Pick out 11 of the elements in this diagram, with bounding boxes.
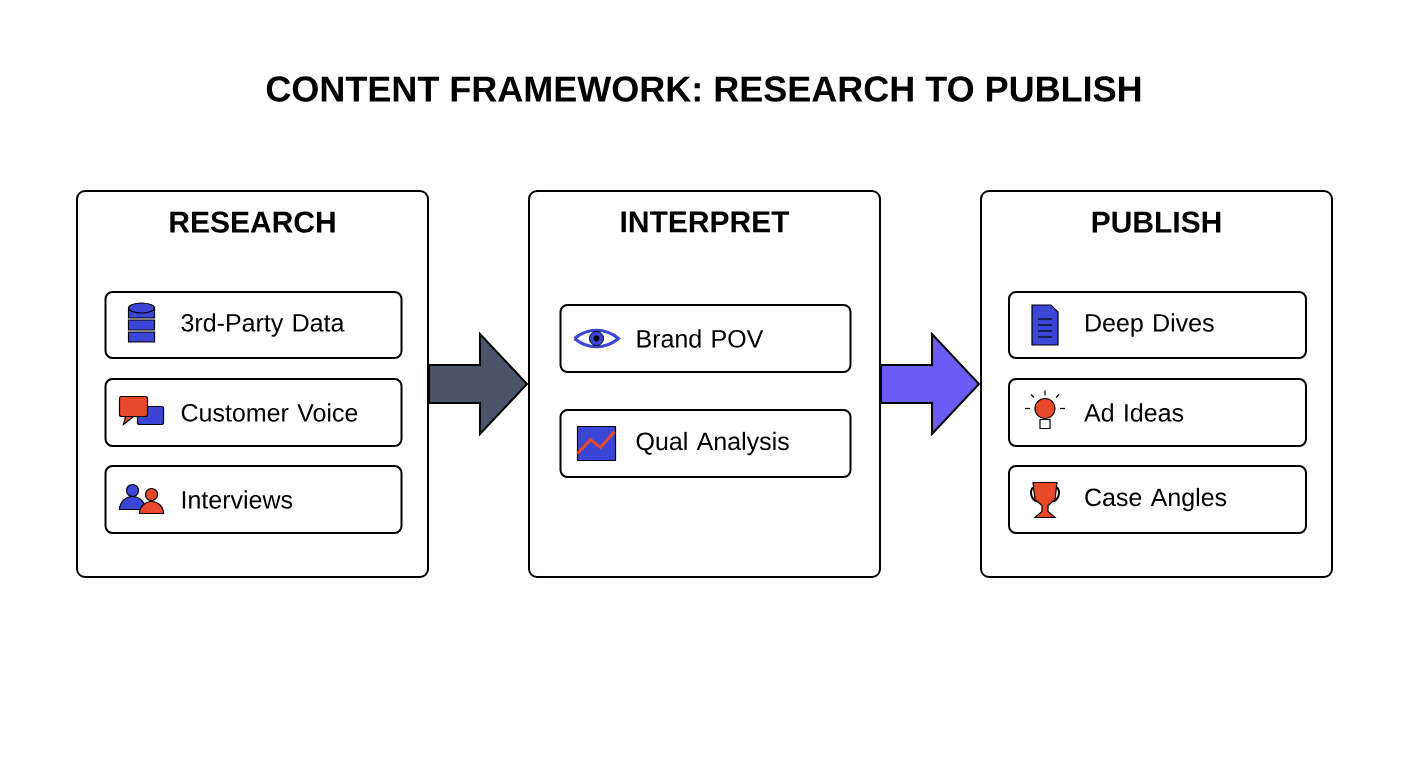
item-box: Brand POV — [559, 304, 852, 373]
item-box: Interviews — [104, 465, 403, 534]
item-box: Ad Ideas — [1008, 378, 1307, 447]
item-box: 3rd-Party Data — [104, 291, 403, 359]
block-arrow — [428, 331, 529, 437]
item-box: Customer Voice — [104, 378, 403, 447]
item-box: Qual Analysis — [559, 409, 852, 478]
title: CONTENT FRAMEWORK: RESEARCH TO PUBLISH — [266, 76, 1141, 102]
item-box: Deep Dives — [1008, 291, 1307, 359]
item-box: Case Angles — [1008, 465, 1307, 534]
block-arrow — [880, 331, 981, 437]
